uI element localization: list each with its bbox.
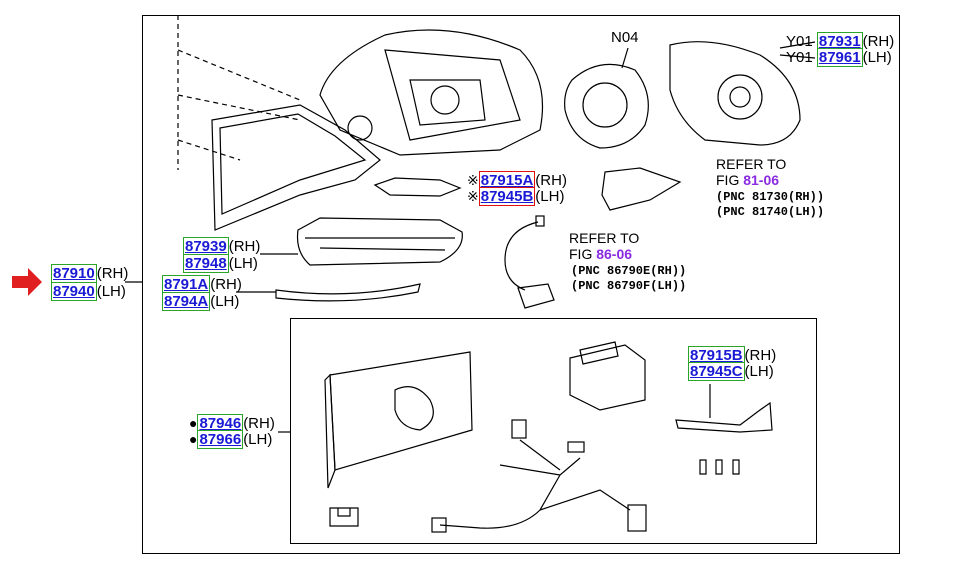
label-base-lh: 87945C(LH) — [688, 362, 774, 381]
part-link-87940[interactable]: 87940 — [51, 282, 97, 301]
label-garnish-lh: 8794A(LH) — [162, 292, 240, 311]
part-link-87939[interactable]: 87939 — [183, 237, 229, 256]
side-rh: (RH) — [535, 172, 567, 189]
side-rh: (RH) — [243, 415, 275, 432]
actuator-part — [569, 344, 646, 411]
door-dashed-outline — [177, 15, 301, 170]
asterisk-mark: ※ — [467, 172, 479, 188]
label-sub-lh: ●87966(LH) — [189, 430, 273, 449]
side-rh: (RH) — [210, 276, 242, 293]
part-link-87915A[interactable]: 87915A — [478, 171, 536, 190]
part-link-87946[interactable]: 87946 — [197, 414, 244, 433]
part-link-87966[interactable]: 87966 — [197, 430, 244, 449]
label-base-rh: 87915B(RH) — [688, 346, 777, 365]
pnc-81730: (PNC 81730(RH)) — [716, 190, 825, 204]
fig-link-81-06[interactable]: 81-06 — [743, 172, 780, 188]
label-cover-lh: 87948(LH) — [183, 254, 258, 273]
side-lh: (LH) — [96, 283, 126, 300]
label-main-lh: 87940(LH) — [51, 282, 126, 301]
inner-frame — [290, 318, 817, 544]
part-link-87961[interactable]: 87961 — [816, 48, 863, 67]
label-main-rh: 87910(RH) — [51, 264, 129, 283]
bullet-mark: ● — [189, 431, 198, 447]
part-link-8791A[interactable]: 8791A — [162, 275, 211, 294]
code-y01: Y01 — [786, 49, 813, 66]
outer-frame — [142, 15, 900, 554]
side-lh: (LH) — [862, 49, 892, 66]
label-cover-rh: 87939(RH) — [183, 237, 261, 256]
mirror-housing — [319, 29, 544, 156]
label-garnish-rh: 8791A(RH) — [162, 275, 242, 294]
code-y01: Y01 — [786, 33, 813, 50]
part-link-87915B[interactable]: 87915B — [688, 346, 745, 365]
pnc-86790F: (PNC 86790F(LH)) — [571, 279, 687, 293]
side-rh: (RH) — [96, 265, 129, 282]
part-link-87910[interactable]: 87910 — [51, 264, 97, 283]
refer-to-81-fig: FIG 81-06 — [716, 173, 779, 188]
side-rh: (RH) — [744, 347, 777, 364]
refer-to-86-line1: REFER TO — [569, 230, 640, 246]
fig-prefix: FIG — [716, 172, 744, 188]
pnc-81740: (PNC 81740(LH)) — [716, 205, 825, 219]
code-n04: N04 — [611, 29, 639, 46]
asterisk-mark: ※ — [467, 188, 479, 204]
part-link-8794A[interactable]: 8794A — [162, 292, 211, 311]
mirror-glass-inner — [219, 113, 367, 215]
label-inner-cover-rh: ※87915A(RH) — [467, 171, 567, 190]
outer-cover-part — [669, 41, 801, 146]
side-lh: (LH) — [228, 255, 258, 272]
clip-part — [329, 507, 359, 527]
bullet-mark: ● — [189, 415, 198, 431]
side-rh: (RH) — [862, 33, 895, 50]
harness-part — [504, 221, 539, 291]
side-lh: (LH) — [210, 293, 240, 310]
pnc-86790E: (PNC 86790E(RH)) — [571, 264, 687, 278]
signal-lamp — [601, 167, 682, 211]
garnish-part — [275, 283, 421, 302]
side-lh: (LH) — [744, 363, 774, 380]
fig-prefix: FIG — [569, 246, 597, 262]
label-inner-cover-lh: ※87945B(LH) — [467, 187, 565, 206]
side-lh: (LH) — [243, 431, 273, 448]
inner-cover-part — [373, 177, 462, 197]
label-sub-rh: ●87946(RH) — [189, 414, 275, 433]
mirror-housing-detail — [384, 49, 521, 141]
part-link-87945B[interactable]: 87945B — [478, 187, 536, 206]
screw-set — [699, 459, 740, 475]
part-link-87948[interactable]: 87948 — [183, 254, 229, 273]
side-rh: (RH) — [228, 238, 261, 255]
part-link-87945C[interactable]: 87945C — [688, 362, 745, 381]
lower-harness — [439, 439, 631, 529]
fig-link-86-06[interactable]: 86-06 — [596, 246, 633, 262]
part-link-87931[interactable]: 87931 — [816, 32, 863, 51]
backplate-part — [329, 351, 473, 471]
label-outer-rh: Y01 87931(RH) — [786, 32, 895, 51]
refer-to-81-line1: REFER TO — [716, 156, 787, 172]
refer-to-86-fig: FIG 86-06 — [569, 247, 632, 262]
label-outer-lh: Y01 87961(LH) — [786, 48, 892, 67]
side-lh: (LH) — [535, 188, 565, 205]
mirror-glass — [211, 104, 381, 231]
cover-part — [296, 217, 463, 266]
red-arrow-icon — [12, 268, 42, 296]
motor-n04 — [564, 63, 649, 149]
base-part — [675, 401, 773, 433]
